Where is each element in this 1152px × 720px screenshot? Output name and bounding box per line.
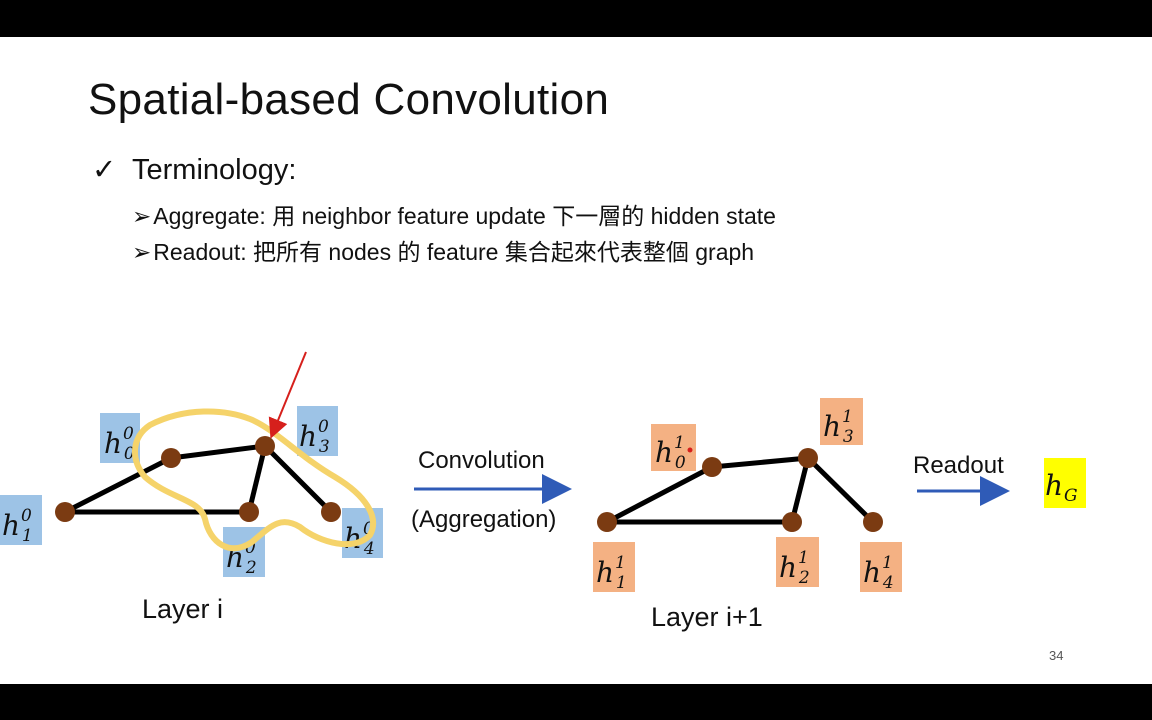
terminology-heading: ✓ Terminology:	[92, 152, 296, 187]
aggregation-label: (Aggregation)	[411, 506, 556, 533]
graph-node	[597, 512, 617, 532]
layer-i-label: Layer i	[142, 594, 223, 624]
svg-text:h03: h03	[299, 417, 330, 457]
aggregate-text: Aggregate: 用 neighbor feature update 下一層…	[153, 203, 776, 229]
graph-node	[863, 512, 883, 532]
svg-text:h12: h12	[779, 548, 810, 588]
edge	[170, 443, 266, 461]
edge	[263, 444, 333, 514]
graph-node	[798, 448, 818, 468]
annotation-arrow	[268, 351, 307, 439]
edge	[711, 455, 809, 470]
terminology-label: Terminology:	[132, 154, 297, 186]
readout-text: Readout: 把所有 nodes 的 feature 集合起來代表整個 gr…	[153, 239, 755, 265]
svg-text:h00: h00	[104, 424, 135, 464]
graph-node	[321, 502, 341, 522]
edge	[246, 445, 268, 513]
aggregate-bullet: ➢Aggregate: 用 neighbor feature update 下一…	[132, 197, 776, 231]
graph-node	[255, 436, 275, 456]
svg-text:hG: hG	[1045, 469, 1078, 506]
edge	[806, 456, 875, 524]
graph-node	[161, 448, 181, 468]
svg-text:h01: h01	[2, 506, 33, 546]
readout-bullet: ➢Readout: 把所有 nodes 的 feature 集合起來代表整個 g…	[132, 233, 754, 267]
arrow-bullet-icon: ➢	[132, 239, 152, 265]
graph-node	[55, 502, 75, 522]
layer-i1-label: Layer i+1	[651, 602, 763, 632]
svg-text:h10: h10	[655, 433, 686, 473]
page-number: 34	[1049, 648, 1064, 663]
svg-text:h13: h13	[823, 407, 854, 447]
graph-readout-label: hG	[1044, 458, 1086, 508]
svg-text:h11: h11	[596, 553, 627, 593]
graph-node	[782, 512, 802, 532]
graph-node	[702, 457, 722, 477]
graph-node	[239, 502, 259, 522]
slide: Spatial-based Convolution ✓Terminology: …	[0, 37, 1152, 684]
edge	[63, 455, 173, 515]
readout-label: Readout	[913, 452, 1004, 479]
edge	[789, 457, 811, 523]
edge	[605, 464, 714, 525]
checkmark-icon: ✓	[92, 154, 117, 186]
slide-title: Spatial-based Convolution	[88, 75, 610, 124]
svg-text:h14: h14	[863, 553, 894, 593]
pointer-dot	[687, 447, 693, 453]
arrow-bullet-icon: ➢	[132, 203, 152, 229]
convolution-label: Convolution	[418, 447, 545, 474]
convolution-arrow: Convolution (Aggregation)	[411, 447, 572, 533]
readout-arrow: Readout	[913, 452, 1010, 506]
annotation-loop	[131, 408, 377, 552]
